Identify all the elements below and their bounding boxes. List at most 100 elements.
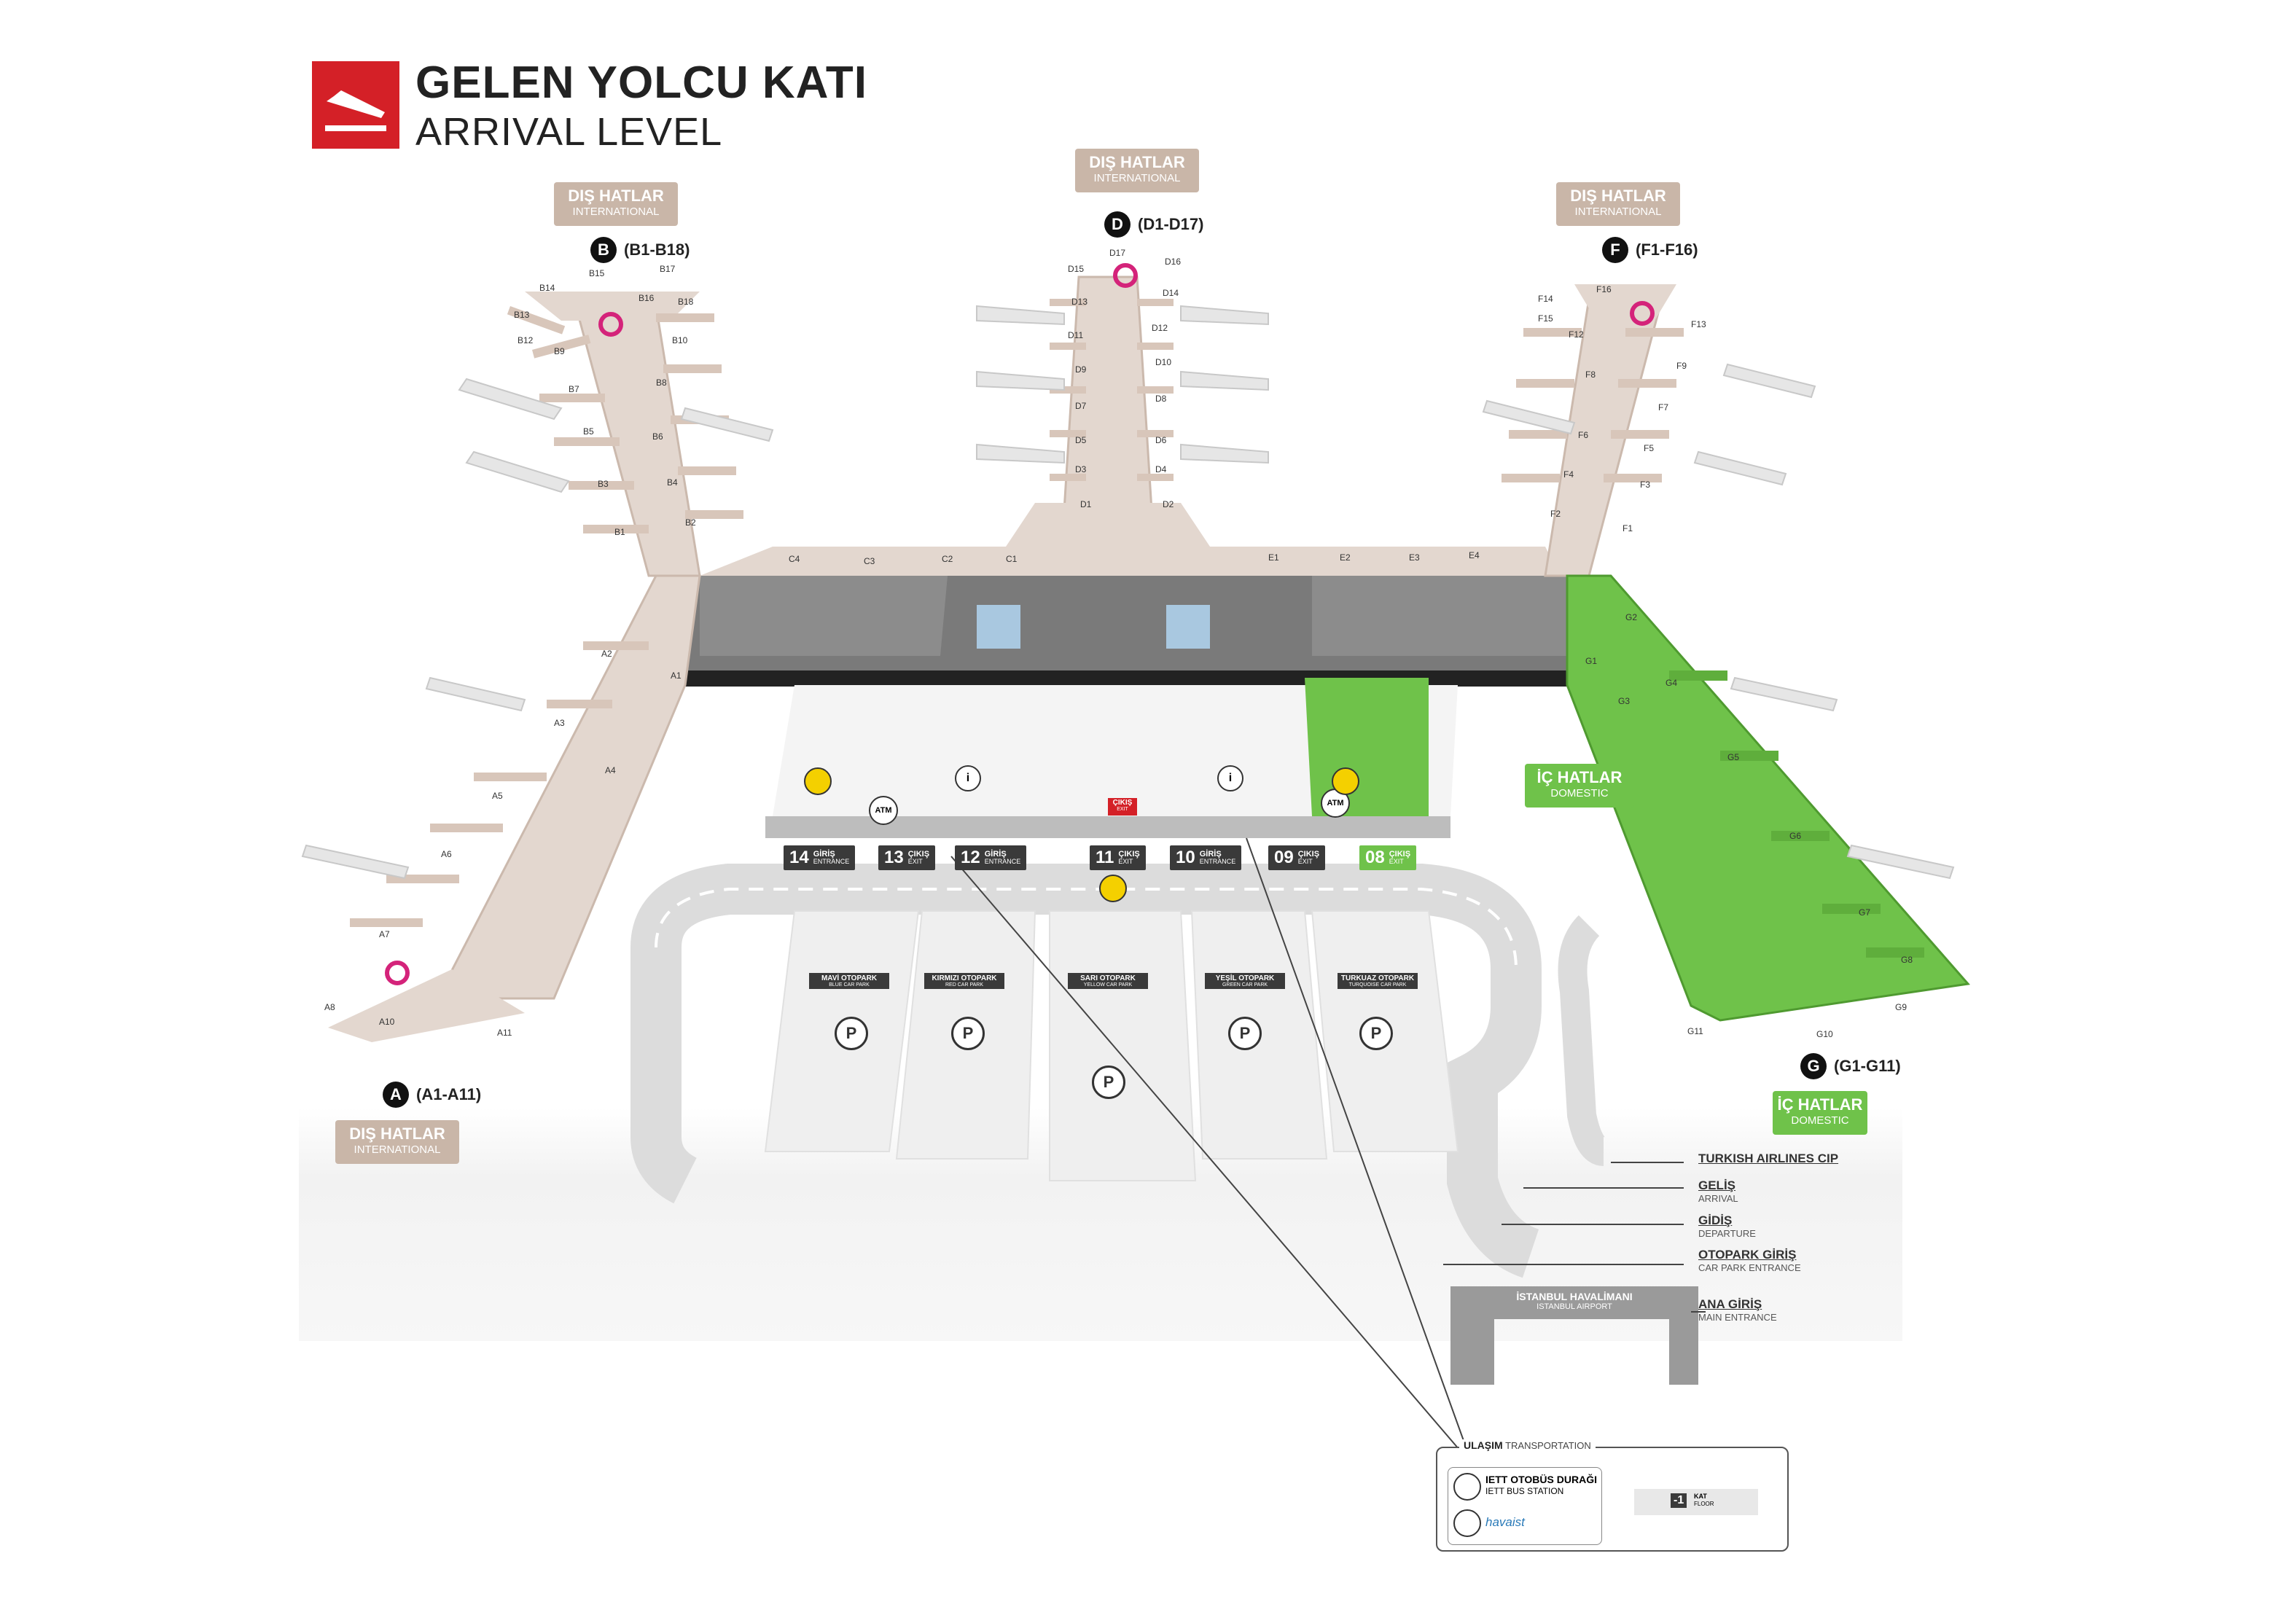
pier-label-d[interactable]: D(D1-D17) [1104,211,1203,238]
gate-id[interactable]: G10 [1816,1029,1833,1039]
gate-id[interactable]: G9 [1895,1002,1908,1012]
taxi-icon[interactable] [1099,875,1127,902]
gate-id[interactable]: B4 [667,477,678,488]
atm-icon[interactable]: ATM [1321,789,1350,818]
meeting-point-icon[interactable] [804,767,832,795]
gate-id[interactable]: G2 [1625,612,1638,622]
gate-id[interactable]: C2 [942,554,953,564]
gate-id[interactable]: B12 [518,335,534,345]
gate-id[interactable]: G3 [1618,696,1631,706]
gate-id[interactable]: C4 [789,554,800,564]
gate-id[interactable]: F3 [1640,480,1651,490]
gate-id[interactable]: F12 [1569,329,1584,340]
atm-icon[interactable]: ATM [869,796,898,825]
gate-id[interactable]: C1 [1006,554,1018,564]
gate-id[interactable]: G11 [1687,1026,1703,1036]
gate-id[interactable]: F9 [1676,361,1687,371]
gate-id[interactable]: B8 [656,378,667,388]
gate-id[interactable]: D8 [1155,394,1167,404]
gate-id[interactable]: A3 [554,718,565,728]
gate-id[interactable]: B6 [652,431,663,442]
gate-id[interactable]: G1 [1585,656,1598,666]
gate-id[interactable]: B16 [639,293,655,303]
gate-id[interactable]: D15 [1068,264,1085,274]
gate-id[interactable]: E3 [1409,552,1420,563]
pier-label-b[interactable]: B(B1-B18) [590,237,690,263]
gate-id[interactable]: F15 [1538,313,1553,324]
gate-id[interactable]: D14 [1163,288,1179,298]
havaist-logo[interactable]: havaist [1485,1515,1525,1529]
gate-id[interactable]: B15 [589,268,605,278]
info-icon[interactable]: i [955,765,981,791]
gate-id[interactable]: A10 [379,1017,395,1027]
gate-id[interactable]: G7 [1859,907,1871,918]
gate-id[interactable]: D11 [1068,330,1084,340]
parking-icon[interactable]: P [1092,1066,1125,1099]
gate-id[interactable]: E2 [1340,552,1351,563]
gate-id[interactable]: A7 [379,929,390,939]
gate-id[interactable]: F7 [1658,402,1669,412]
gate-id[interactable]: B14 [539,283,555,293]
gate-id[interactable]: F1 [1623,523,1633,533]
gate-id[interactable]: B7 [569,384,579,394]
gate-id[interactable]: A6 [441,849,452,859]
gate-id[interactable]: F4 [1563,469,1574,480]
gate-id[interactable]: G6 [1789,831,1802,841]
parking-icon[interactable]: P [1228,1017,1262,1050]
gate-id[interactable]: A5 [492,791,503,801]
pier-label-f[interactable]: F(F1-F16) [1602,237,1698,263]
gate-id[interactable]: D13 [1071,297,1088,307]
gate-id[interactable]: D4 [1155,464,1167,474]
gate-id[interactable]: F6 [1578,430,1589,440]
gate-id[interactable]: D5 [1075,435,1087,445]
gate-id[interactable]: B18 [678,297,694,307]
gate-id[interactable]: B17 [660,264,676,274]
gate-id[interactable]: D1 [1080,499,1092,509]
gate-id[interactable]: F2 [1550,509,1561,519]
meeting-point-icon[interactable] [1332,767,1359,795]
gate-id[interactable]: B9 [554,346,565,356]
gate-id[interactable]: D7 [1075,401,1087,411]
info-icon[interactable]: i [1217,765,1243,791]
gate-id[interactable]: E4 [1469,550,1480,560]
gate-id[interactable]: A4 [605,765,616,775]
gate-id[interactable]: B1 [614,527,625,537]
gate-id[interactable]: D16 [1165,257,1182,267]
gate-id[interactable]: F13 [1691,319,1706,329]
gate-id[interactable]: B5 [583,426,594,437]
gate-id[interactable]: A1 [671,670,682,681]
gate-id[interactable]: F14 [1538,294,1553,304]
bus-station[interactable]: IETT OTOBÜS DURAĞI IETT BUS STATION [1485,1474,1597,1497]
parking-icon[interactable]: P [951,1017,985,1050]
gate-id[interactable]: G8 [1901,955,1913,965]
gate-id[interactable]: G4 [1666,678,1678,688]
gate-id[interactable]: D12 [1152,323,1168,333]
gate-id[interactable]: F16 [1596,284,1612,294]
gate-id[interactable]: B13 [514,310,530,320]
gate-id[interactable]: D3 [1075,464,1087,474]
gate-id[interactable]: F8 [1585,370,1596,380]
gate-id[interactable]: D2 [1163,499,1174,509]
pier-label-g[interactable]: G(G1-G11) [1800,1053,1901,1079]
gate-id[interactable]: D9 [1075,364,1087,375]
gate-id[interactable]: D17 [1109,248,1126,258]
gate-id[interactable]: D6 [1155,435,1167,445]
parking-icon[interactable]: P [1359,1017,1393,1050]
gate-id[interactable]: B2 [685,517,696,528]
gate-id[interactable]: C3 [864,556,875,566]
parking-icon[interactable]: P [835,1017,868,1050]
gate-id[interactable]: B10 [672,335,688,345]
gate-id[interactable]: B3 [598,479,609,489]
gate-id[interactable]: A8 [324,1002,335,1012]
